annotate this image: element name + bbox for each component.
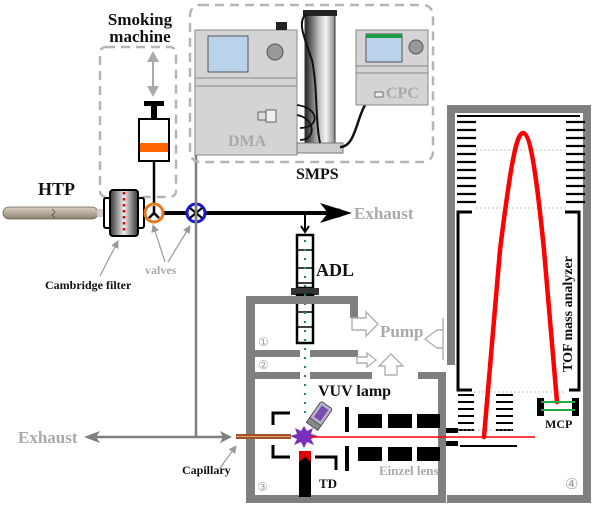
mcp-label: MCP xyxy=(545,417,572,431)
thermal-desorber xyxy=(299,455,311,497)
pump-arrows xyxy=(351,310,444,376)
syringe-icon xyxy=(138,101,170,208)
dma-label: DMA xyxy=(228,133,267,150)
smoking-machine-label-1: Smoking xyxy=(108,10,173,29)
cpc-label: CPC xyxy=(386,85,419,102)
cambridge-filter-label: Cambridge filter xyxy=(45,278,132,292)
valves-pointer-2 xyxy=(167,225,191,263)
htp-stick xyxy=(2,206,99,220)
htp-label: HTP xyxy=(38,179,75,199)
tof-mass-analyzer: TOF mass analyzer xyxy=(456,115,585,431)
aerodynamic-lens: ADL xyxy=(291,215,354,345)
einzel-lens-label: Einzel lens xyxy=(379,463,439,478)
einzel-lens xyxy=(358,414,440,461)
chamber-2-label: ② xyxy=(258,358,269,372)
mcp-detector: MCP xyxy=(537,398,579,431)
valves-pointer-1 xyxy=(151,224,166,263)
double-arrow-icon xyxy=(147,51,159,97)
tof-ion-trajectory xyxy=(481,130,560,440)
smps: DMA CPC SMPS xyxy=(188,3,435,183)
pump-label: Pump xyxy=(380,322,423,341)
chamber-1-label: ① xyxy=(258,335,269,349)
exhaust-left-label: Exhaust xyxy=(18,428,78,447)
smps-box xyxy=(188,3,435,164)
capillary-pointer xyxy=(219,445,237,469)
chamber-4-label: ④ xyxy=(565,475,578,493)
smps-label: SMPS xyxy=(296,166,339,183)
cambridge-filter xyxy=(103,189,145,237)
vuv-lamp-icon xyxy=(305,401,333,432)
vuv-lamp-label: VUV lamp xyxy=(318,383,391,400)
adl-label: ADL xyxy=(316,260,354,280)
htp-device: HTP xyxy=(2,179,105,220)
smoking-machine-label-2: machine xyxy=(109,27,171,46)
chamber-numbers: ① ② ③ ④ xyxy=(257,335,578,494)
smoking-machine: Smoking machine xyxy=(98,10,178,208)
vuv-flash-icon xyxy=(290,426,318,448)
chamber-3-label: ③ xyxy=(257,480,268,494)
tof-label: TOF mass analyzer xyxy=(561,256,576,372)
exhaust-arrowhead xyxy=(320,203,352,223)
valve-smoking-icon xyxy=(143,202,165,224)
exhaust-top-label: Exhaust xyxy=(354,204,414,223)
valves-label: valves xyxy=(145,263,177,277)
cambridge-filter-pointer xyxy=(99,240,119,277)
capillary-label: Capillary xyxy=(182,463,231,477)
td-label: TD xyxy=(319,476,337,491)
smoking-machine-box xyxy=(98,45,178,199)
